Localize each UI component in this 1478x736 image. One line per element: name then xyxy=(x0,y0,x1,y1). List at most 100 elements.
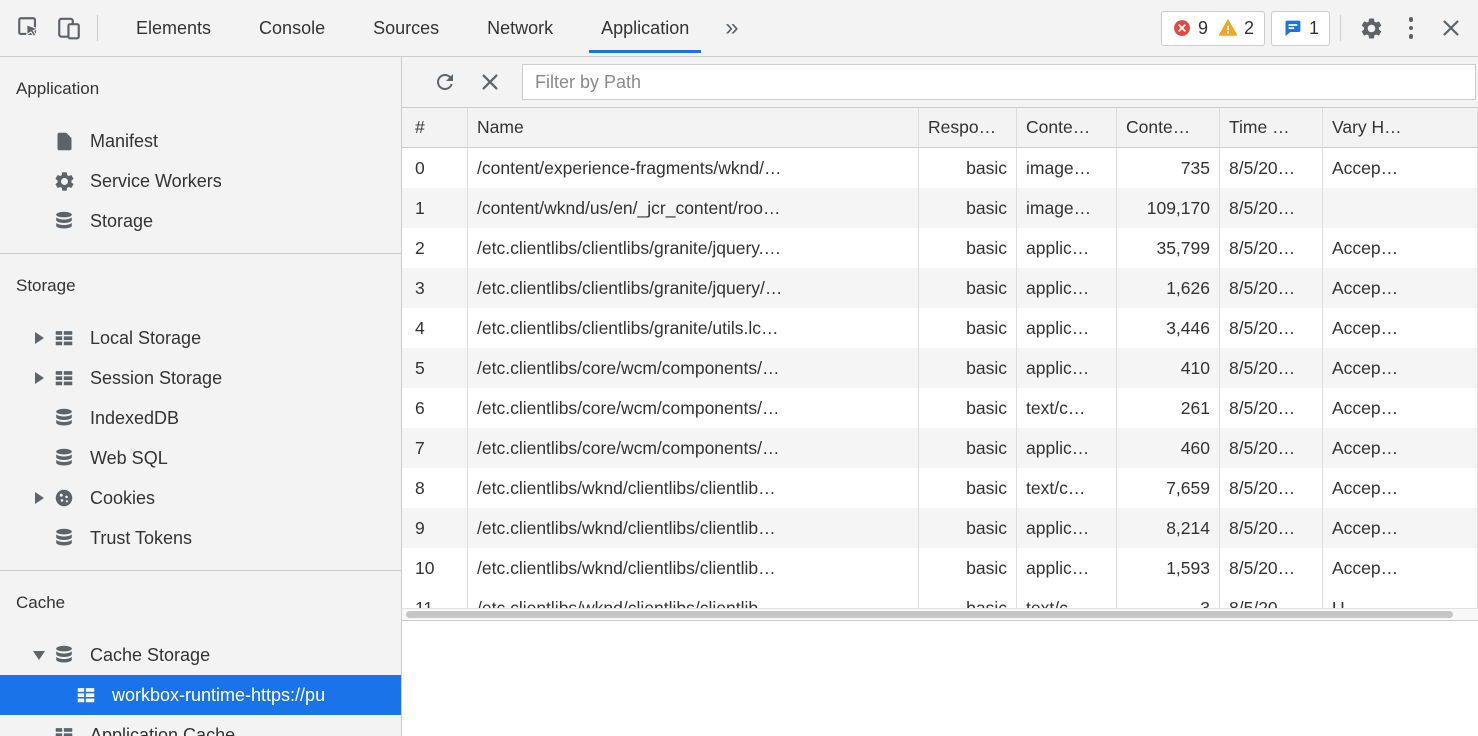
console-status-badge[interactable]: 9 2 xyxy=(1160,10,1265,46)
cell-index: 6 xyxy=(402,388,468,428)
sidebar-section-title: Storage xyxy=(16,276,76,295)
cell-time: 8/5/20… xyxy=(1220,548,1323,588)
kebab-menu-icon[interactable] xyxy=(1394,11,1428,45)
column-header-vary-h[interactable]: Vary H… xyxy=(1323,108,1478,147)
cell-time: 8/5/20… xyxy=(1220,468,1323,508)
cell-time: 8/5/20… xyxy=(1220,348,1323,388)
cell-respo: basic xyxy=(919,148,1017,188)
settings-gear-icon[interactable] xyxy=(1354,11,1388,45)
table-icon xyxy=(74,684,98,706)
cell-time: 8/5/20… xyxy=(1220,148,1323,188)
tree-arrow-expanded-icon[interactable] xyxy=(26,651,52,660)
delete-selected-icon[interactable] xyxy=(473,65,507,99)
cell-name: /etc.clientlibs/clientlibs/granite/utils… xyxy=(468,308,919,348)
cache-entry-row[interactable]: 1/content/wknd/us/en/_jcr_content/roo…ba… xyxy=(402,188,1478,228)
cache-entry-row[interactable]: 6/etc.clientlibs/core/wcm/components/…ba… xyxy=(402,388,1478,428)
tree-arrow-collapsed-icon[interactable] xyxy=(26,372,52,384)
cell-respo: basic xyxy=(919,548,1017,588)
sidebar-item-cache-storage[interactable]: Cache Storage xyxy=(0,635,401,675)
toolbar-right: 9 2 1 xyxy=(1155,10,1478,46)
cell-respo: basic xyxy=(919,508,1017,548)
sidebar-item-label: Web SQL xyxy=(90,447,168,468)
scrollbar-thumb[interactable] xyxy=(406,611,1453,618)
cell-respo: basic xyxy=(919,268,1017,308)
close-devtools-icon[interactable] xyxy=(1434,11,1468,45)
tree-arrow-collapsed-icon[interactable] xyxy=(26,492,52,504)
sidebar-item-indexeddb[interactable]: IndexedDB xyxy=(0,398,401,438)
column-header-name[interactable]: Name xyxy=(468,108,919,147)
cell-conte: 261 xyxy=(1117,388,1220,428)
more-tabs-chevron[interactable]: » xyxy=(725,14,739,41)
tab-application[interactable]: Application xyxy=(577,0,713,56)
sidebar-item-label: IndexedDB xyxy=(90,407,180,428)
inspect-element-icon[interactable] xyxy=(12,11,46,45)
cell-index: 0 xyxy=(402,148,468,188)
sidebar-item-web-sql[interactable]: Web SQL xyxy=(0,438,401,478)
tab-sources[interactable]: Sources xyxy=(373,17,440,38)
cache-entry-row[interactable]: 3/etc.clientlibs/clientlibs/granite/jque… xyxy=(402,268,1478,308)
cell-conte: 735 xyxy=(1117,148,1220,188)
database-icon xyxy=(52,447,76,469)
sidebar-item-service-workers[interactable]: Service Workers xyxy=(0,161,401,201)
cache-entry-row[interactable]: 2/etc.clientlibs/clientlibs/granite/jque… xyxy=(402,228,1478,268)
cell-respo: basic xyxy=(919,428,1017,468)
tab-network[interactable]: Network xyxy=(487,17,554,38)
sidebar-item-workbox-runtime-https-pu[interactable]: workbox-runtime-https://pu xyxy=(0,675,401,715)
gear-icon xyxy=(52,170,76,193)
cache-entry-row[interactable]: 7/etc.clientlibs/core/wcm/components/…ba… xyxy=(402,428,1478,468)
sidebar-item-label: Application Cache xyxy=(90,724,236,736)
cache-entry-row[interactable]: 5/etc.clientlibs/core/wcm/components/…ba… xyxy=(402,348,1478,388)
column-header-time[interactable]: Time … xyxy=(1220,108,1323,147)
cell-vary-h: Accep… xyxy=(1323,228,1478,268)
cache-entry-row[interactable]: 0/content/experience-fragments/wknd/…bas… xyxy=(402,148,1478,188)
devtools-toolbar: Elements Console Sources Network Application… xyxy=(0,0,1478,57)
cache-entry-row[interactable]: 9/etc.clientlibs/wknd/clientlibs/clientl… xyxy=(402,508,1478,548)
sidebar-item-session-storage[interactable]: Session Storage xyxy=(0,358,401,398)
column-header-respo[interactable]: Respo… xyxy=(919,108,1017,147)
horizontal-scrollbar[interactable] xyxy=(402,608,1478,621)
column-header-index[interactable]: # xyxy=(402,108,468,147)
grid-partial-row[interactable]: 11/etc.clientlibs/wknd/clientlibs/client… xyxy=(402,588,1478,608)
cell-name: /etc.clientlibs/clientlibs/granite/jquer… xyxy=(468,228,919,268)
sidebar-item-application-cache[interactable]: Application Cache xyxy=(0,715,401,736)
device-toolbar-icon[interactable] xyxy=(52,11,86,45)
refresh-icon[interactable] xyxy=(428,65,462,99)
sidebar-item-trust-tokens[interactable]: Trust Tokens xyxy=(0,518,401,558)
cell-conte: applic… xyxy=(1017,548,1117,588)
cache-entry-row[interactable]: 4/etc.clientlibs/clientlibs/granite/util… xyxy=(402,308,1478,348)
cell-conte: applic… xyxy=(1017,308,1117,348)
cell-conte: 3 xyxy=(1117,588,1220,608)
database-icon xyxy=(52,210,76,232)
issues-badge[interactable]: 1 xyxy=(1270,10,1330,46)
cell-vary-h: U… xyxy=(1323,588,1478,608)
cell-index: 9 xyxy=(402,508,468,548)
cell-index: 3 xyxy=(402,268,468,308)
cell-time: 8/5/20… xyxy=(1220,188,1323,228)
warning-icon xyxy=(1218,18,1238,38)
sidebar-section-title: Application xyxy=(16,79,100,98)
cell-index: 5 xyxy=(402,348,468,388)
column-header-conte[interactable]: Conte… xyxy=(1117,108,1220,147)
filter-by-path-input[interactable] xyxy=(522,64,1476,100)
grid-partial-row-clip: 11/etc.clientlibs/wknd/clientlibs/client… xyxy=(402,588,1478,608)
cell-conte: 1,626 xyxy=(1117,268,1220,308)
column-header-conte[interactable]: Conte… xyxy=(1017,108,1117,147)
warning-count: 2 xyxy=(1243,17,1254,38)
cell-conte: 7,659 xyxy=(1117,468,1220,508)
sidebar-item-storage[interactable]: Storage xyxy=(0,201,401,241)
sidebar-section-title: Cache xyxy=(16,593,66,612)
tab-console[interactable]: Console xyxy=(259,17,326,38)
cache-entry-row[interactable]: 8/etc.clientlibs/wknd/clientlibs/clientl… xyxy=(402,468,1478,508)
tab-elements[interactable]: Elements xyxy=(136,17,212,38)
cache-entry-row[interactable]: 10/etc.clientlibs/wknd/clientlibs/client… xyxy=(402,548,1478,588)
cell-name: /content/experience-fragments/wknd/… xyxy=(468,148,919,188)
sidebar-item-manifest[interactable]: Manifest xyxy=(0,121,401,161)
tree-arrow-collapsed-icon[interactable] xyxy=(26,332,52,344)
sidebar-item-cookies[interactable]: Cookies xyxy=(0,478,401,518)
sidebar-item-local-storage[interactable]: Local Storage xyxy=(0,318,401,358)
cell-conte: applic… xyxy=(1017,268,1117,308)
